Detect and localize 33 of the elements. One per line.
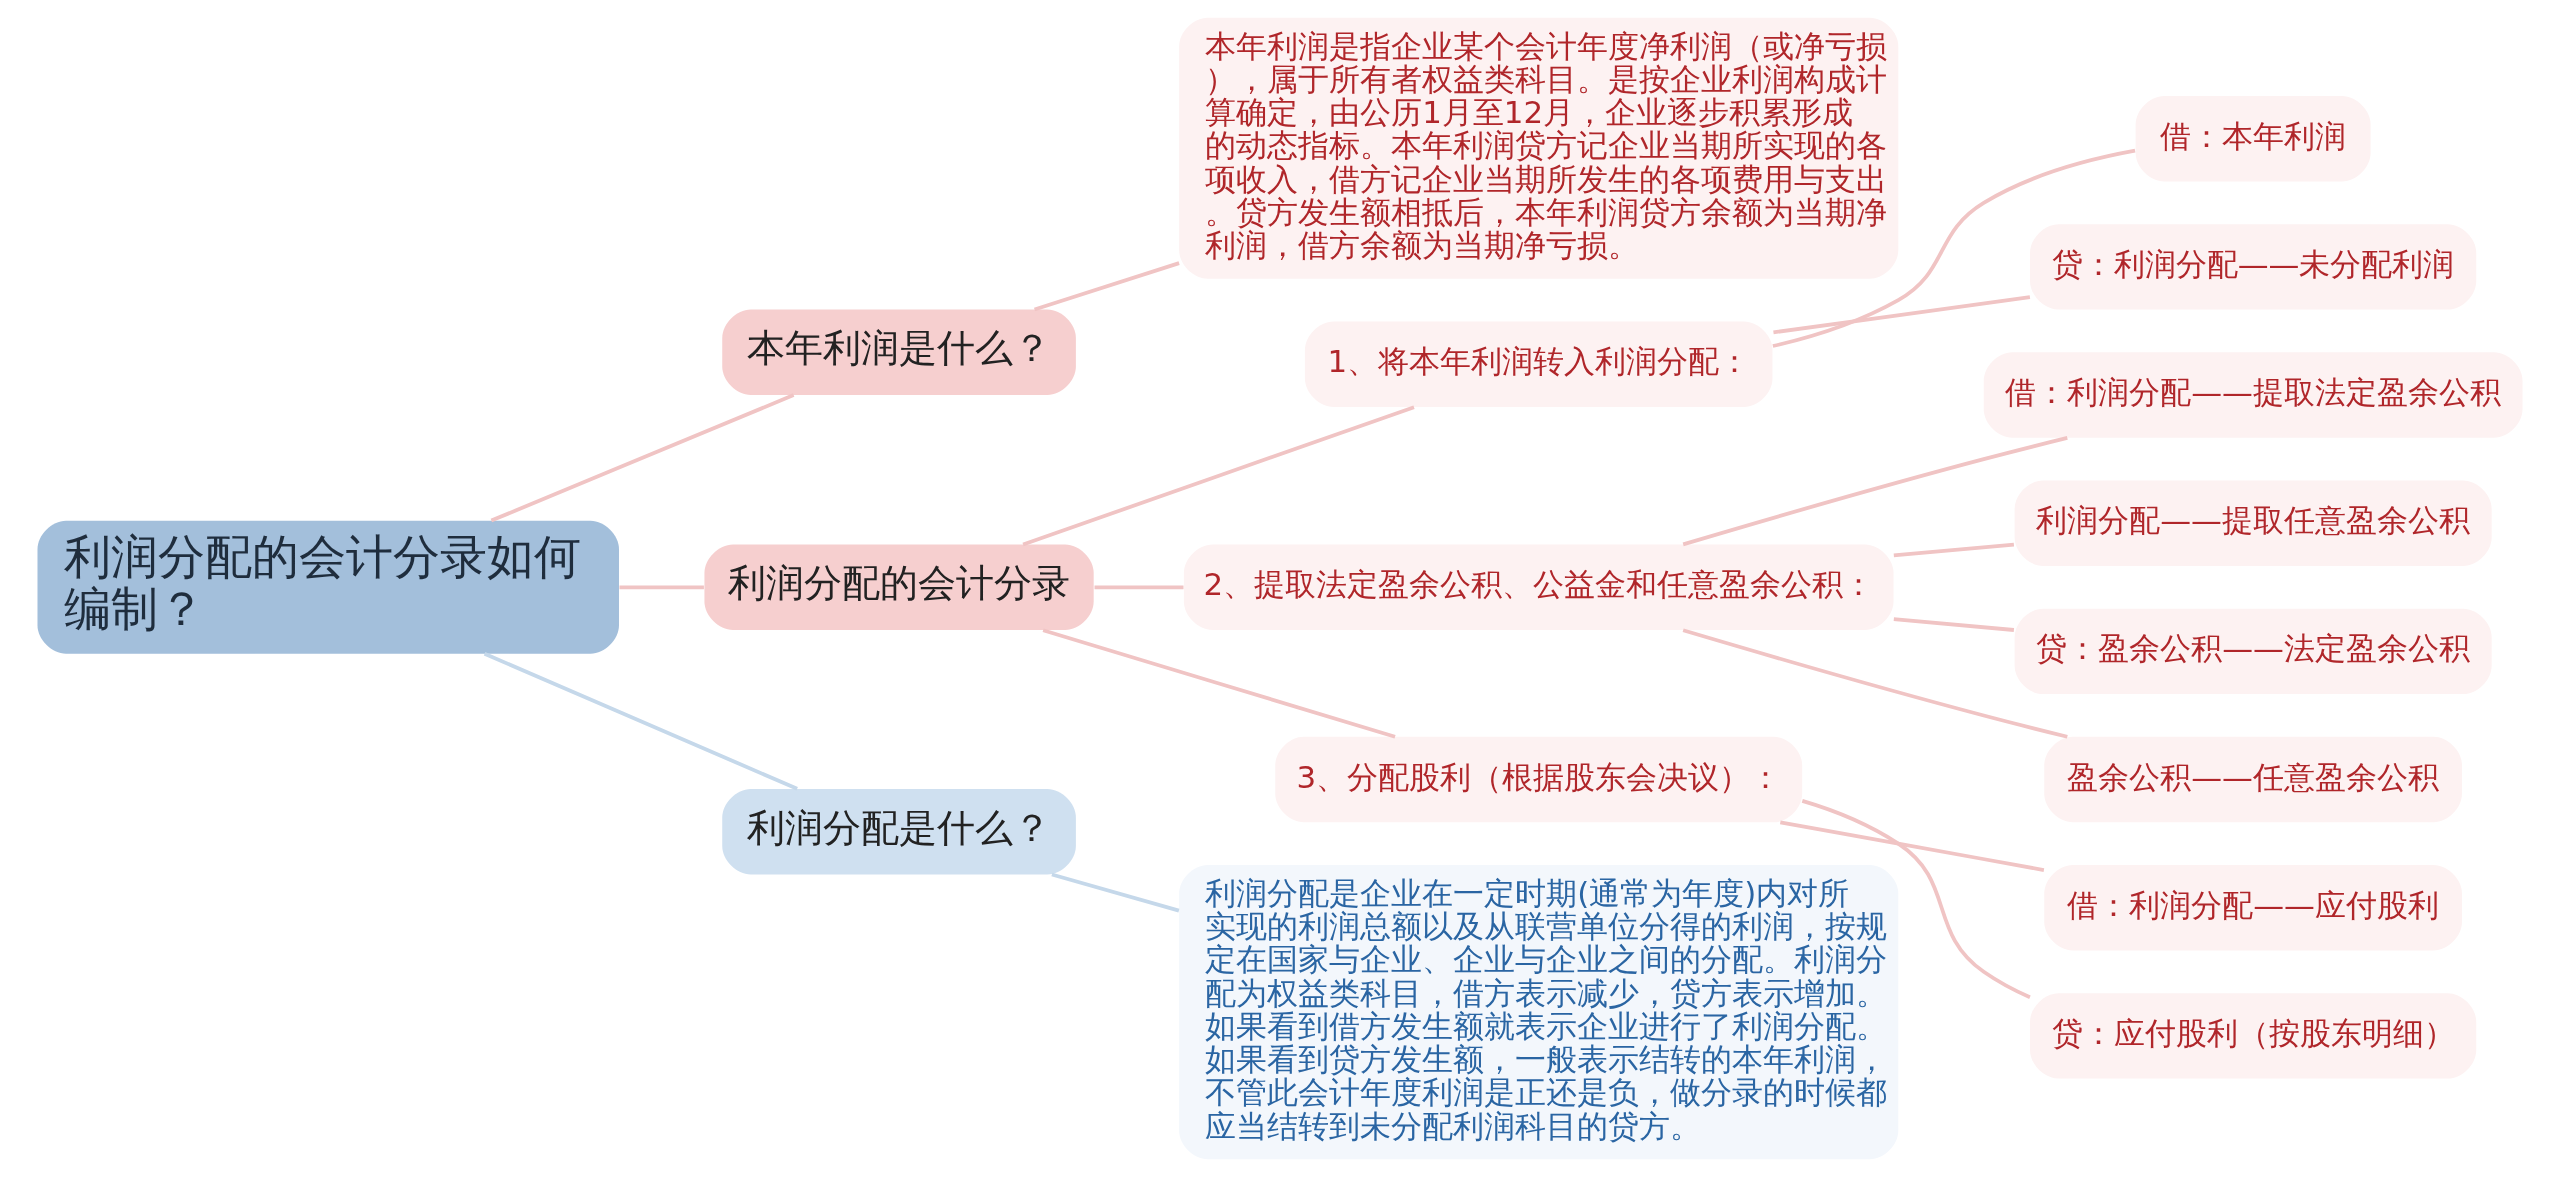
- node-box: 1、将本年利润转入利润分配：: [1304, 321, 1773, 407]
- node-box: 借：利润分配——提取法定盈余公积: [1983, 352, 2523, 438]
- connector: [1772, 148, 2136, 348]
- connector: [1773, 295, 2031, 335]
- node-box: 2、提取法定盈余公积、公益金和任意盈余公积：: [1183, 544, 1894, 631]
- connector: [1042, 628, 1396, 739]
- connector: [1893, 617, 2015, 632]
- connector: [619, 585, 704, 590]
- connector: [483, 652, 798, 791]
- connector: [1051, 872, 1180, 913]
- node-box: 借：本年利润: [2135, 96, 2371, 182]
- node-box: 利润分配——提取任意盈余公积: [2014, 480, 2492, 566]
- node-box: 利润分配是企业在一定时期(通常为年度)内对所实现的利润总额以及从联营单位分得的利润，按规定在国家与企业、企业与企业之间的分配。利润分配为权益类科目，借方表示减少，贷方表示增加。如果看到借方发生额就表示企业进行了利润分配。如果看到贷方发生额，一般表示结转的本年利润，不管此会计年度利润是正还是负，做分录的时候都应当结转到未分配利润科目的贷方。: [1179, 865, 1899, 1160]
- node-box: 利润分配的会计分录: [704, 544, 1094, 631]
- node-box: 贷：应付股利（按股东明细）: [2030, 993, 2477, 1079]
- node-box: 本年利润是什么？: [722, 309, 1076, 396]
- node-box: 贷：利润分配——未分配利润: [2030, 224, 2477, 310]
- connector: [1779, 820, 2045, 872]
- node-box: 利润分配的会计分录如何编制？: [37, 520, 619, 654]
- node-box: 利润分配是什么？: [722, 789, 1076, 875]
- node-box: 3、分配股利（根据股东会决议）：: [1275, 736, 1803, 823]
- connector: [1801, 799, 2031, 1000]
- connector: [1682, 436, 2068, 547]
- connector: [1682, 628, 2068, 739]
- connector: [1893, 542, 2015, 558]
- node-box: 借：利润分配——应付股利: [2044, 865, 2462, 951]
- node-box: 盈余公积——任意盈余公积: [2044, 736, 2462, 823]
- connector: [1033, 261, 1180, 312]
- node-box: 本年利润是指企业某个会计年度净利润（或净亏损），属于所有者权益类科目。是按企业利润构成计算确定，由公历1月至12月，企业逐步积累形成的动态指标。本年利润贷方记企业当期所实现的各项收入，借方记企业当期所发生的各项费用与支出。贷方发生额相抵后，本年利润贷方余额为当期净利润，借方余额为当期净亏损。: [1179, 17, 1899, 279]
- node-box: 贷：盈余公积——法定盈余公积: [2014, 608, 2492, 695]
- connector: [1094, 585, 1184, 590]
- connector: [1022, 405, 1415, 547]
- connector: [490, 393, 795, 523]
